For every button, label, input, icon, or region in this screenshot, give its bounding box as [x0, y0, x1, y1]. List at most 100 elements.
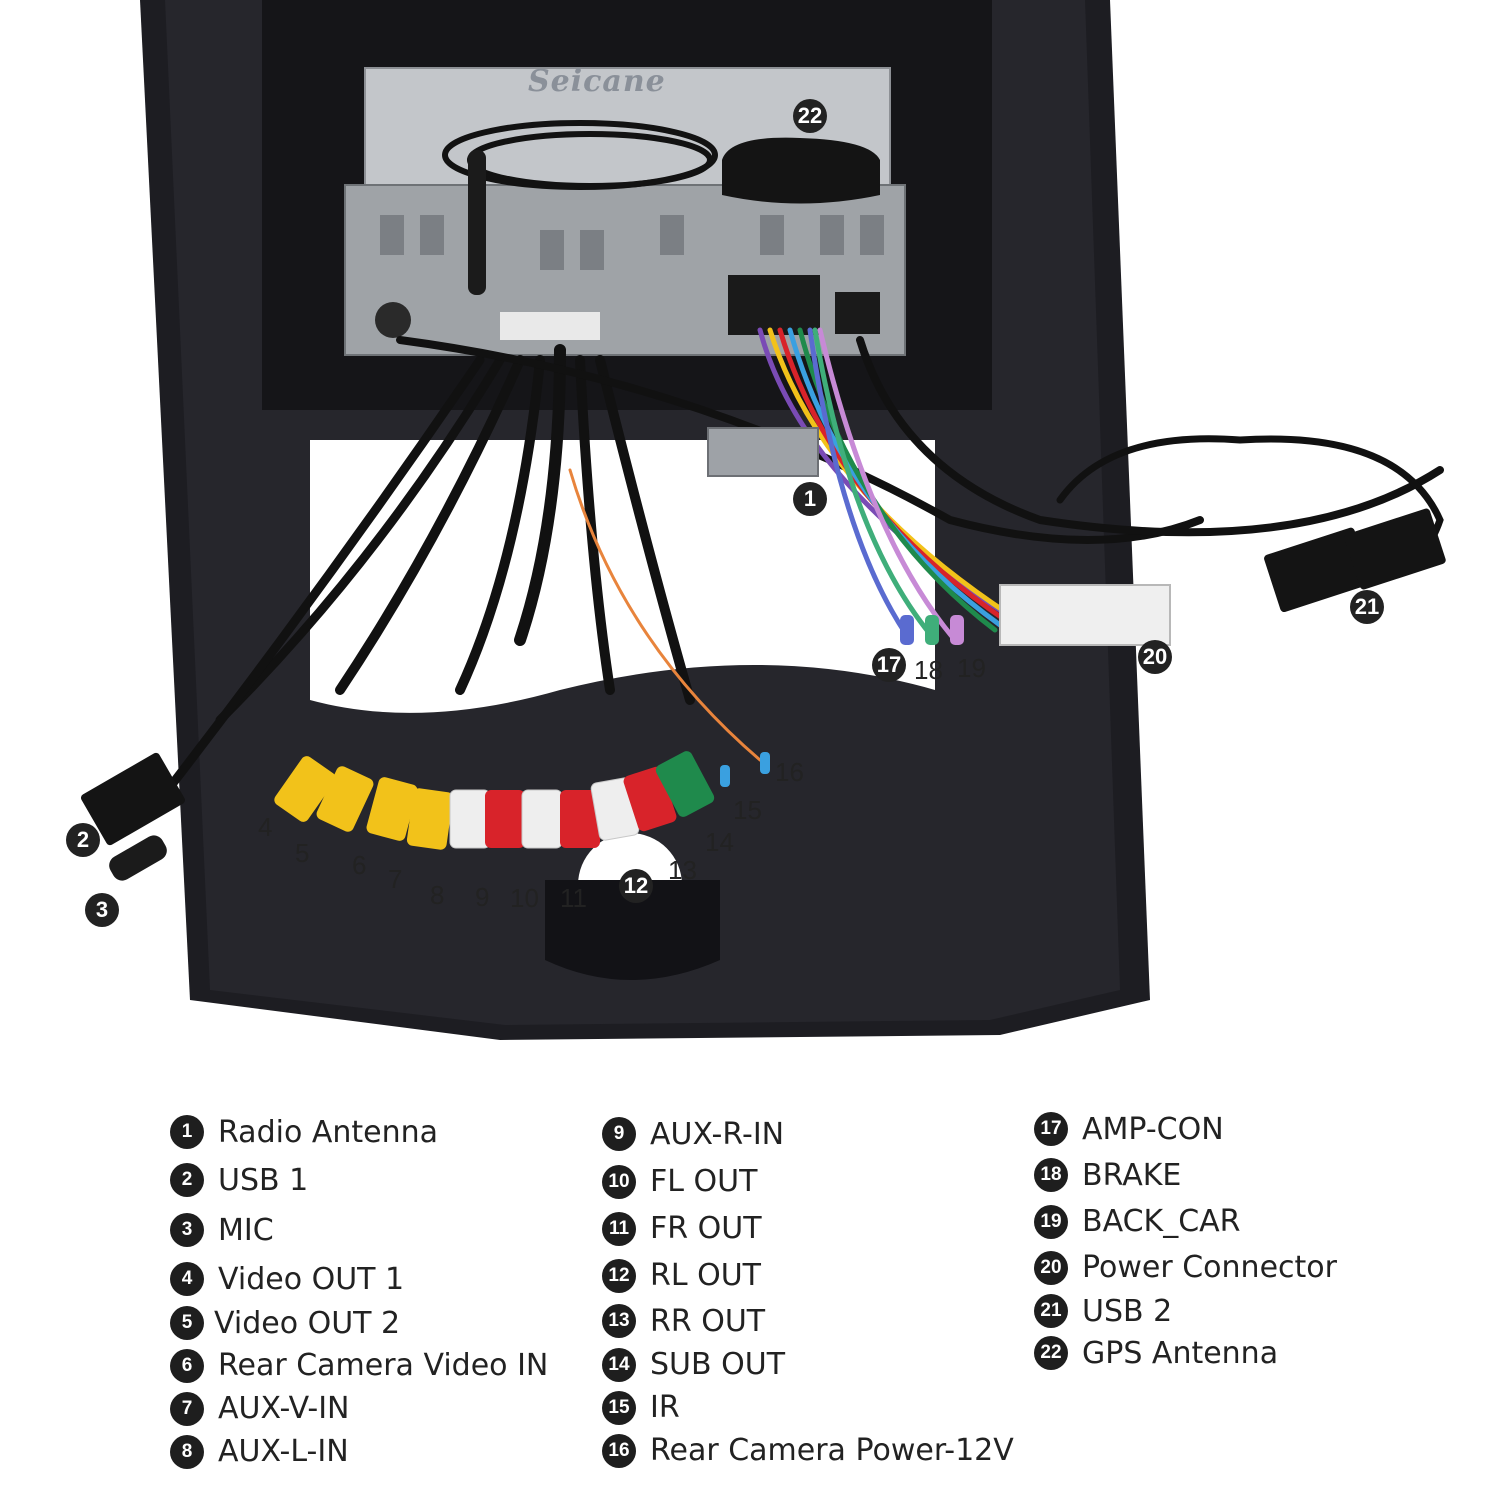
callout-3: 3	[85, 893, 119, 927]
callout-10: 10	[510, 883, 539, 913]
callout-15: 15	[733, 795, 762, 825]
legend-item: 1 Radio Antenna	[170, 1108, 630, 1156]
callout-5: 5	[295, 838, 310, 868]
legend-number: 15	[602, 1390, 636, 1425]
legend-number: 2	[170, 1163, 204, 1197]
legend-label: AUX-V-IN	[218, 1391, 350, 1426]
callout-8: 8	[430, 880, 445, 910]
rca-plugs	[274, 751, 715, 850]
legend-label: BRAKE	[1082, 1157, 1182, 1193]
wifi-antenna	[468, 150, 486, 295]
legend-number: 1	[170, 1115, 204, 1149]
legend-number: 22	[1034, 1336, 1068, 1370]
callout-22: 22	[793, 99, 827, 133]
usb2-end-a	[1264, 527, 1371, 613]
legend-item: 12 RL OUT	[602, 1252, 1062, 1299]
legend-number: 16	[602, 1433, 636, 1468]
callout-2: 2	[66, 823, 100, 857]
usb2-end-b	[1344, 508, 1446, 590]
legend-number: 14	[602, 1347, 636, 1382]
legend-number: 5	[170, 1306, 204, 1340]
legend-number: 17	[1034, 1112, 1068, 1146]
usb-port-back	[835, 292, 880, 334]
callout-21: 21	[1350, 590, 1384, 624]
trigger-wire-tips	[720, 615, 964, 787]
legend-number: 18	[1034, 1158, 1068, 1192]
legend-number: 11	[602, 1211, 636, 1246]
callout-9: 9	[475, 882, 490, 912]
legend-label: Radio Antenna	[218, 1114, 439, 1150]
legend-item: 7 AUX-V-IN	[170, 1387, 630, 1430]
callout-1: 1	[793, 482, 827, 516]
power-harness-wires	[757, 327, 1013, 643]
radio-antenna-adapter	[707, 427, 819, 477]
legend-label: IR	[650, 1390, 680, 1425]
legend-item: 4 Video OUT 1	[170, 1256, 630, 1302]
legend-item: 8 AUX-L-IN	[170, 1430, 630, 1473]
legend-number: 9	[602, 1117, 636, 1151]
legend-label: RL OUT	[650, 1258, 761, 1293]
legend-item: 10 FL OUT	[602, 1158, 1062, 1205]
wire-bundle	[155, 336, 1444, 805]
callout-11: 11	[560, 883, 587, 913]
rca-port-back	[500, 312, 600, 340]
legend-number: 7	[170, 1391, 204, 1426]
callout-14: 14	[705, 827, 734, 857]
legend-label: FR OUT	[650, 1211, 762, 1246]
legend-number: 12	[602, 1258, 636, 1293]
legend-item: 14 SUB OUT	[602, 1343, 1062, 1386]
callout-16: 16	[775, 757, 804, 787]
legend-label: GPS Antenna	[1082, 1335, 1279, 1371]
legend-number: 4	[170, 1262, 204, 1296]
radio-antenna-port	[375, 302, 411, 338]
callout-7: 7	[388, 864, 403, 894]
legend-label: FL OUT	[650, 1164, 758, 1199]
legend-number: 10	[602, 1164, 636, 1199]
legend-label: SUB OUT	[650, 1347, 786, 1382]
gps-antenna	[722, 137, 880, 204]
legend-item: 5 Video OUT 2	[170, 1302, 630, 1344]
legend-label: AUX-L-IN	[218, 1434, 349, 1469]
callout-18: 18	[914, 655, 943, 685]
legend-item: 21 USB 2	[1034, 1290, 1494, 1332]
lower-bracket	[545, 880, 720, 980]
legend-label: USB 2	[1082, 1293, 1173, 1329]
callout-20: 20	[1138, 640, 1172, 674]
legend-item: 17 AMP-CON	[1034, 1106, 1494, 1152]
legend-number: 8	[170, 1434, 204, 1469]
chassis-vents	[380, 215, 884, 270]
legend-label: AMP-CON	[1082, 1111, 1224, 1147]
legend-label: AUX-R-IN	[650, 1116, 785, 1152]
legend-label: RR OUT	[650, 1303, 766, 1339]
callout-19: 19	[957, 653, 986, 683]
legend-number: 21	[1034, 1294, 1068, 1328]
callout-6: 6	[352, 850, 367, 880]
legend-item: 11 FR OUT	[602, 1205, 1062, 1252]
legend-number: 20	[1034, 1250, 1068, 1285]
legend-item: 18 BRAKE	[1034, 1152, 1494, 1198]
legend-number: 3	[170, 1213, 204, 1247]
legend-item: 2 USB 1	[170, 1156, 630, 1204]
legend-label: BACK_CAR	[1082, 1204, 1241, 1239]
brand-logo: Seicane	[528, 64, 666, 99]
legend-label: USB 1	[218, 1162, 309, 1198]
head-unit-wiring-illustration	[80, 0, 1446, 1040]
legend-item: 22 GPS Antenna	[1034, 1332, 1494, 1374]
mic-end	[109, 835, 167, 881]
legend-label: MIC	[218, 1212, 274, 1248]
wire-harness-port	[728, 275, 820, 335]
legend-label: Power Connector	[1082, 1250, 1337, 1285]
callout-13: 13	[668, 855, 697, 885]
panel-opening	[310, 440, 935, 713]
legend-item: 9 AUX-R-IN	[602, 1110, 1062, 1158]
legend-label: Video OUT 1	[218, 1261, 405, 1297]
usb1-end	[80, 752, 186, 846]
legend-label: Video OUT 2	[214, 1305, 401, 1341]
